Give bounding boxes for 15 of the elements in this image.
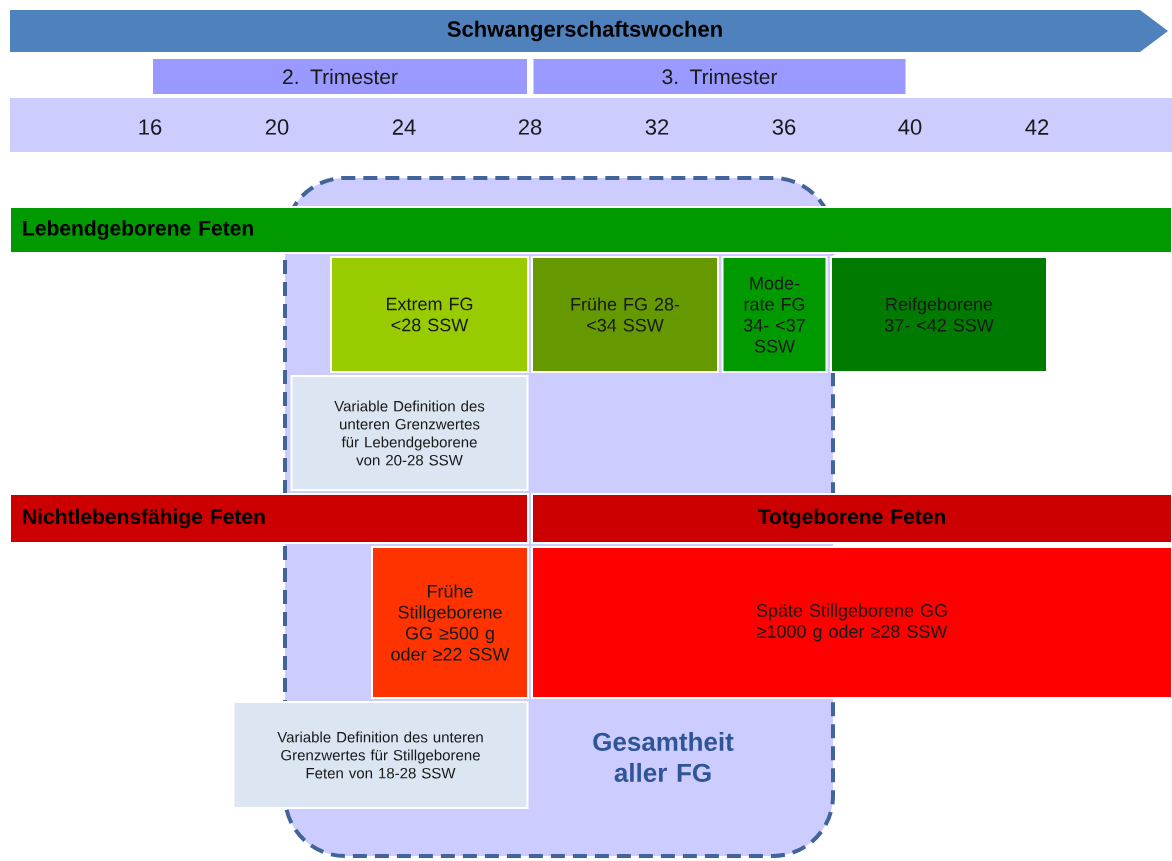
week-scale: 16 20 24 28 32 36 40 42 bbox=[10, 98, 1172, 152]
category-band: Totgeborene Feten bbox=[531, 493, 1172, 544]
category-box: Reifgeborene 37- <42 SSW bbox=[830, 256, 1048, 373]
category-box: Späte Stillgeborene GG ≥1000 g oder ≥28 SSW bbox=[531, 546, 1172, 699]
category-band: Nichtlebensfähige Feten bbox=[9, 493, 529, 544]
trimester-bar: 3. Trimester bbox=[531, 57, 908, 96]
category-band: Lebendgeborene Feten bbox=[9, 206, 1172, 254]
arrow-banner: Schwangerschaftswochen bbox=[10, 10, 1168, 52]
category-box: Extrem FG <28 SSW bbox=[330, 256, 529, 373]
note-box: Variable Definition des unteren Grenzwertes für Lebendgeborene von 20-28 SSW bbox=[290, 375, 529, 491]
category-box: Frühe Stillgeborene GG ≥500 g oder ≥22 SSW bbox=[371, 546, 529, 699]
category-box: Frühe FG 28-<34 SSW bbox=[531, 256, 719, 373]
note-box: Variable Definition des unteren Grenzwertes für Stillgeborene Feten von 18-28 SSW bbox=[232, 701, 529, 809]
trimester-bar: 2. Trimester bbox=[151, 57, 529, 96]
category-box: Mode- rate FG 34- <37 SSW bbox=[721, 256, 828, 373]
